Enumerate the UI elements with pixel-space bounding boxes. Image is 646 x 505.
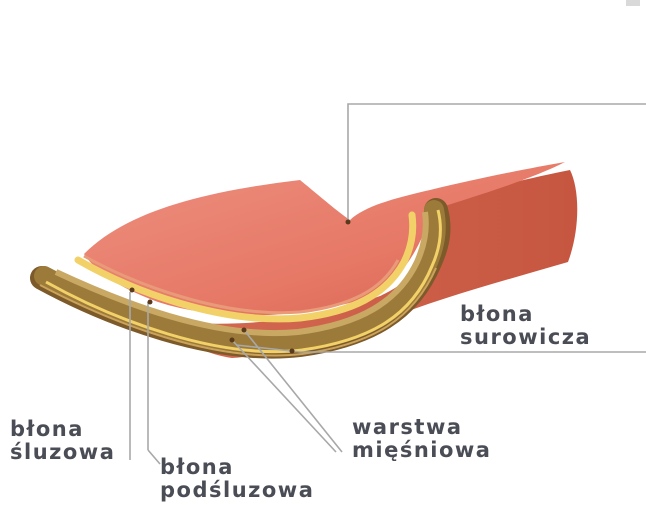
dot-mucosa — [130, 288, 135, 293]
label-mucosa: błona śluzowa — [10, 418, 115, 464]
label-serosa: błona surowicza — [460, 303, 591, 349]
label-submucosa-line2: podśluzowa — [160, 479, 314, 502]
label-muscle-line1: warstwa — [352, 416, 491, 439]
corner-artifact — [626, 0, 640, 6]
label-mucosa-line1: błona — [10, 418, 115, 441]
label-serosa-line1: błona — [460, 303, 591, 326]
dot-muscle-b — [242, 328, 247, 333]
label-mucosa-line2: śluzowa — [10, 441, 115, 464]
dot-serosa — [290, 349, 295, 354]
label-submucosa: błona podśluzowa — [160, 456, 314, 502]
label-serosa-line2: surowicza — [460, 326, 591, 349]
dot-muscle-a — [230, 338, 235, 343]
label-muscle: warstwa mięśniowa — [352, 416, 491, 462]
dot-serosa-top — [346, 220, 351, 225]
leader-line-submucosa-base — [148, 450, 160, 464]
dot-submucosa — [148, 300, 153, 305]
label-muscle-line2: mięśniowa — [352, 439, 491, 462]
label-submucosa-line1: błona — [160, 456, 314, 479]
